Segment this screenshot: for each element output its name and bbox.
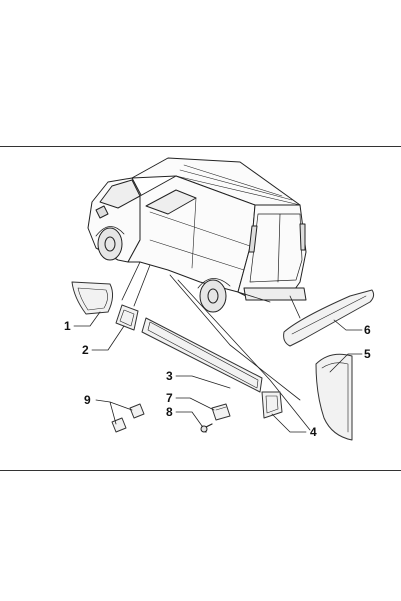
part-7-clip	[211, 403, 231, 421]
van-wheel-arches	[95, 226, 231, 289]
leader-4	[271, 413, 307, 433]
callout-labels: 1 2 3 4 5 6 7 8 9	[64, 319, 371, 439]
part-3-side-moulding	[141, 317, 263, 393]
callout-2: 2	[82, 343, 89, 357]
leader-lines	[73, 311, 363, 433]
leader-8	[175, 411, 203, 427]
callout-6: 6	[364, 323, 371, 337]
part-2-small-trim	[115, 304, 139, 331]
van-front-wheel	[97, 227, 123, 261]
van-rear-doors	[249, 213, 303, 283]
callout-7: 7	[166, 391, 173, 405]
van-side-panel-lines	[149, 197, 251, 271]
diagram-frame	[0, 146, 401, 471]
leader-3	[175, 375, 231, 389]
van-roof-ribs	[175, 164, 301, 206]
part-5-rear-corner-piece	[315, 353, 353, 441]
callout-5: 5	[364, 347, 371, 361]
callout-3: 3	[166, 369, 173, 383]
van-headlight	[95, 205, 109, 219]
leader-1	[73, 311, 101, 327]
part-9-fasteners	[111, 403, 145, 433]
callout-9: 9	[84, 393, 91, 407]
leader-7	[175, 397, 215, 411]
van-front-wheel-hub	[104, 236, 116, 252]
callout-8: 8	[166, 405, 173, 419]
van-rear-wheel-hub	[207, 288, 219, 304]
van-rear-wheel	[199, 279, 227, 313]
van-illustration	[87, 157, 307, 313]
leader-9	[95, 399, 133, 425]
van-windshield	[99, 179, 141, 209]
leader-2	[91, 325, 125, 351]
reference-lines	[121, 261, 311, 431]
leader-6	[333, 319, 363, 331]
callout-4: 4	[310, 425, 317, 439]
van-rear-lamps	[248, 223, 306, 253]
van-rear-bumper	[243, 287, 307, 301]
part-6-rear-strip	[283, 289, 375, 347]
leader-5	[329, 353, 363, 373]
callout-1: 1	[64, 319, 71, 333]
